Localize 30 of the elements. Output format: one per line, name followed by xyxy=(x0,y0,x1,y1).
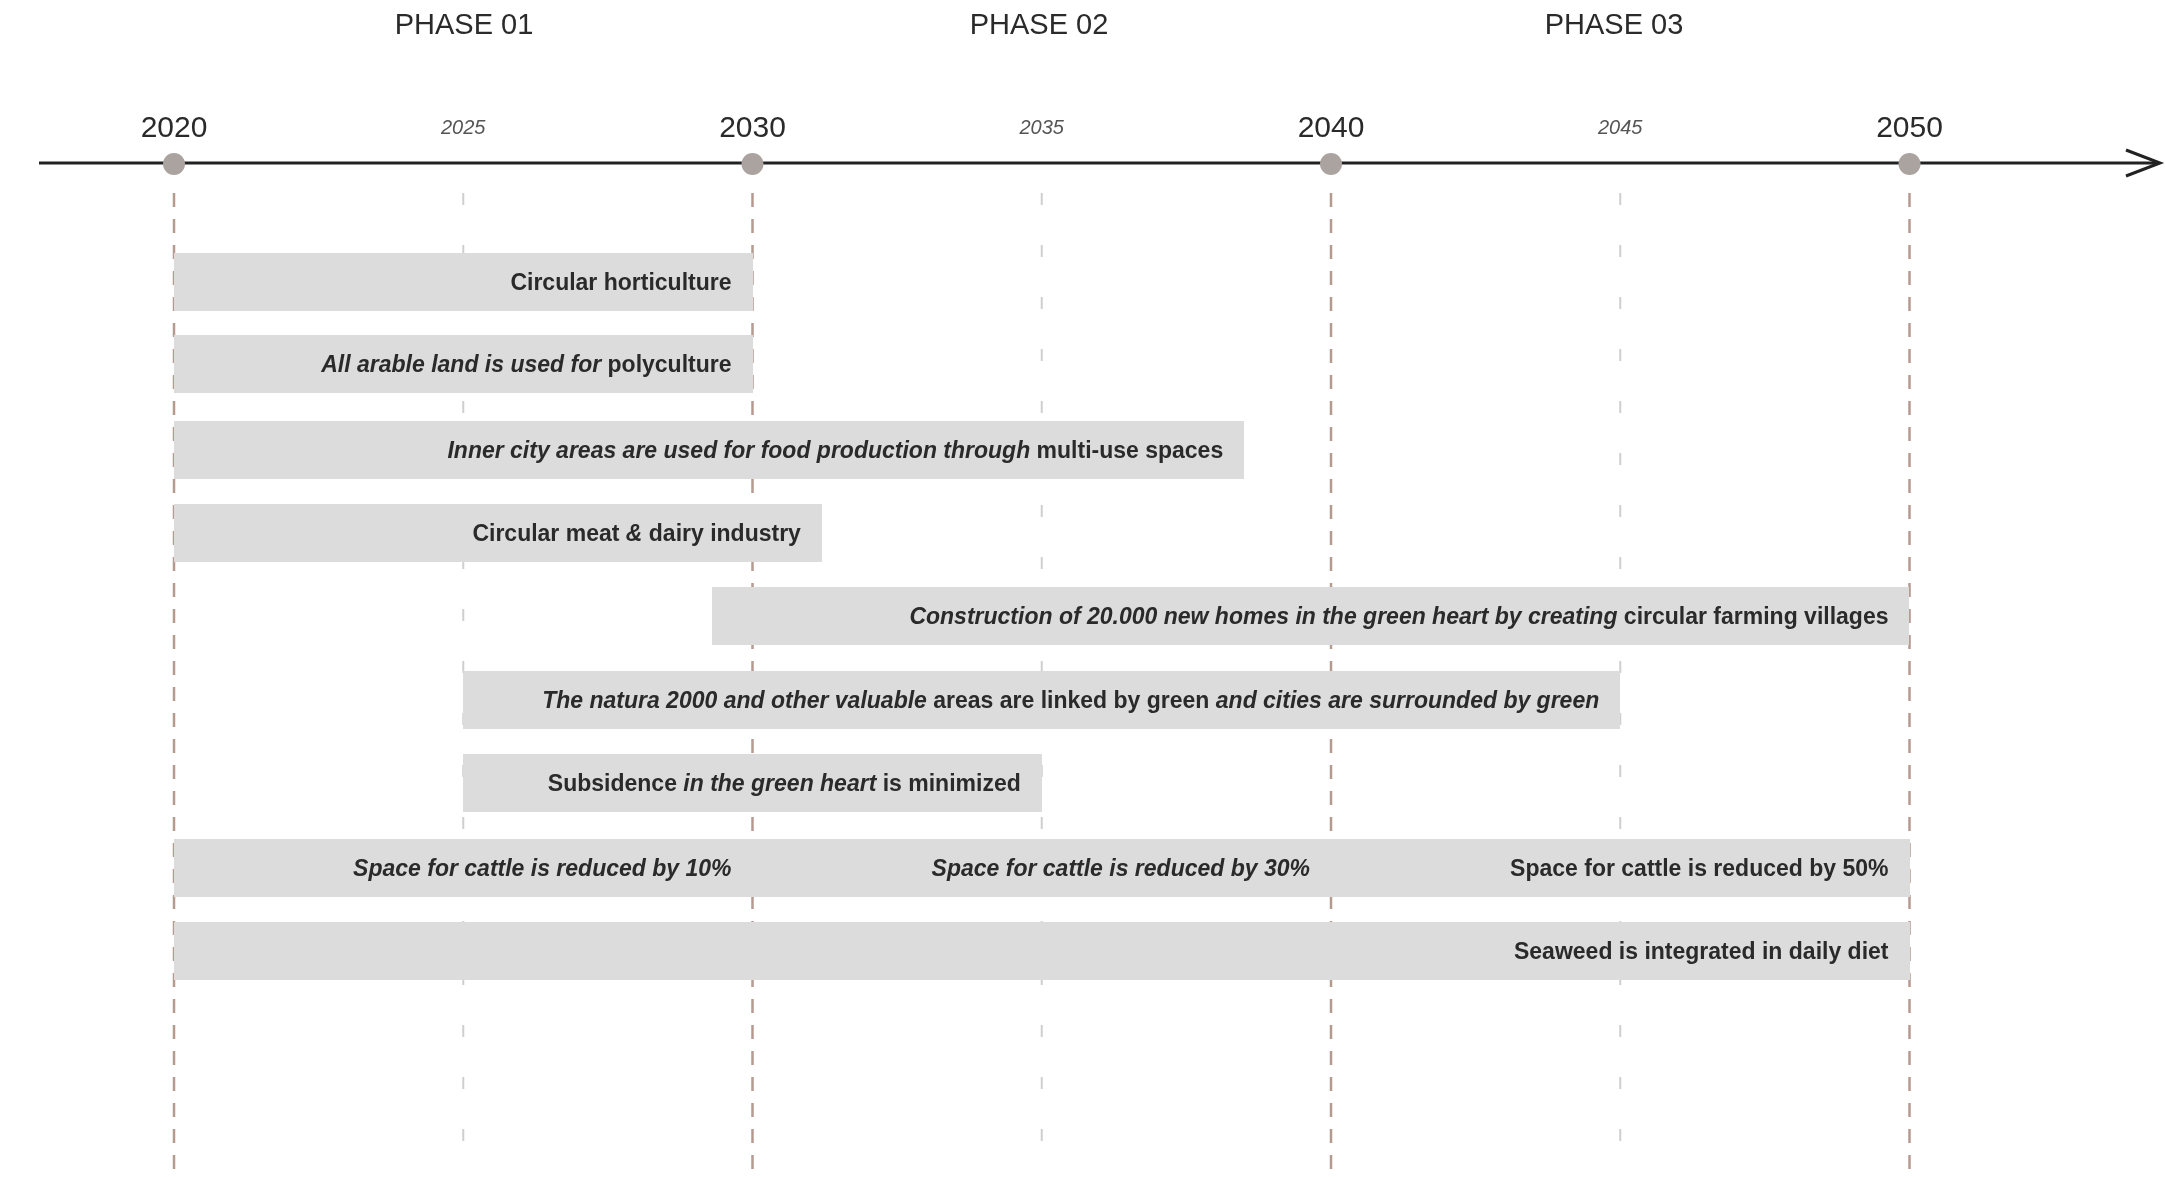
timeline-bar xyxy=(174,253,753,311)
bar-text: Circular meat & dairy industry xyxy=(472,519,801,547)
timeline-bar xyxy=(174,504,822,562)
bar-text: Space for cattle is reduced by 50% xyxy=(1510,854,1889,882)
bar-text: Circular horticulture xyxy=(510,268,732,296)
year-label: 2030 xyxy=(719,110,786,144)
phase-label: PHASE 03 xyxy=(1544,8,1684,41)
year-label: 2035 xyxy=(1019,116,1064,139)
phase-label: PHASE 02 xyxy=(969,8,1109,41)
bar-text: All arable land is used for polyculture xyxy=(321,350,732,378)
year-label: 2045 xyxy=(1598,116,1643,139)
timeline-bar xyxy=(174,335,753,393)
bar-text: Space for cattle is reduced by 30% xyxy=(931,854,1310,882)
year-label: 2050 xyxy=(1876,110,1943,144)
timeline-bar xyxy=(174,922,1910,980)
bar-text: Construction of 20.000 new homes in the green heart by creating circular farming villages xyxy=(909,602,1889,630)
timeline-bar xyxy=(174,839,1910,897)
timeline-bar xyxy=(463,754,1042,812)
phase-label: PHASE 01 xyxy=(394,8,534,41)
timeline-bar xyxy=(174,421,1245,479)
bar-text: Seaweed is integrated in daily diet xyxy=(1514,937,1889,965)
bar-text: Space for cattle is reduced by 10% xyxy=(353,854,732,882)
year-label: 2025 xyxy=(441,116,486,139)
bar-text: Inner city areas are used for food production through multi-use spaces xyxy=(447,436,1224,464)
timeline-bar xyxy=(712,587,1910,645)
bar-text: The natura 2000 and other valuable areas are linked by green and cities are surrounded by green xyxy=(542,686,1600,714)
timeline-bar xyxy=(463,671,1621,729)
year-label: 2020 xyxy=(140,110,208,144)
year-label: 2040 xyxy=(1297,110,1365,144)
bar-text: Subsidence in the green heart is minimized xyxy=(547,769,1021,797)
